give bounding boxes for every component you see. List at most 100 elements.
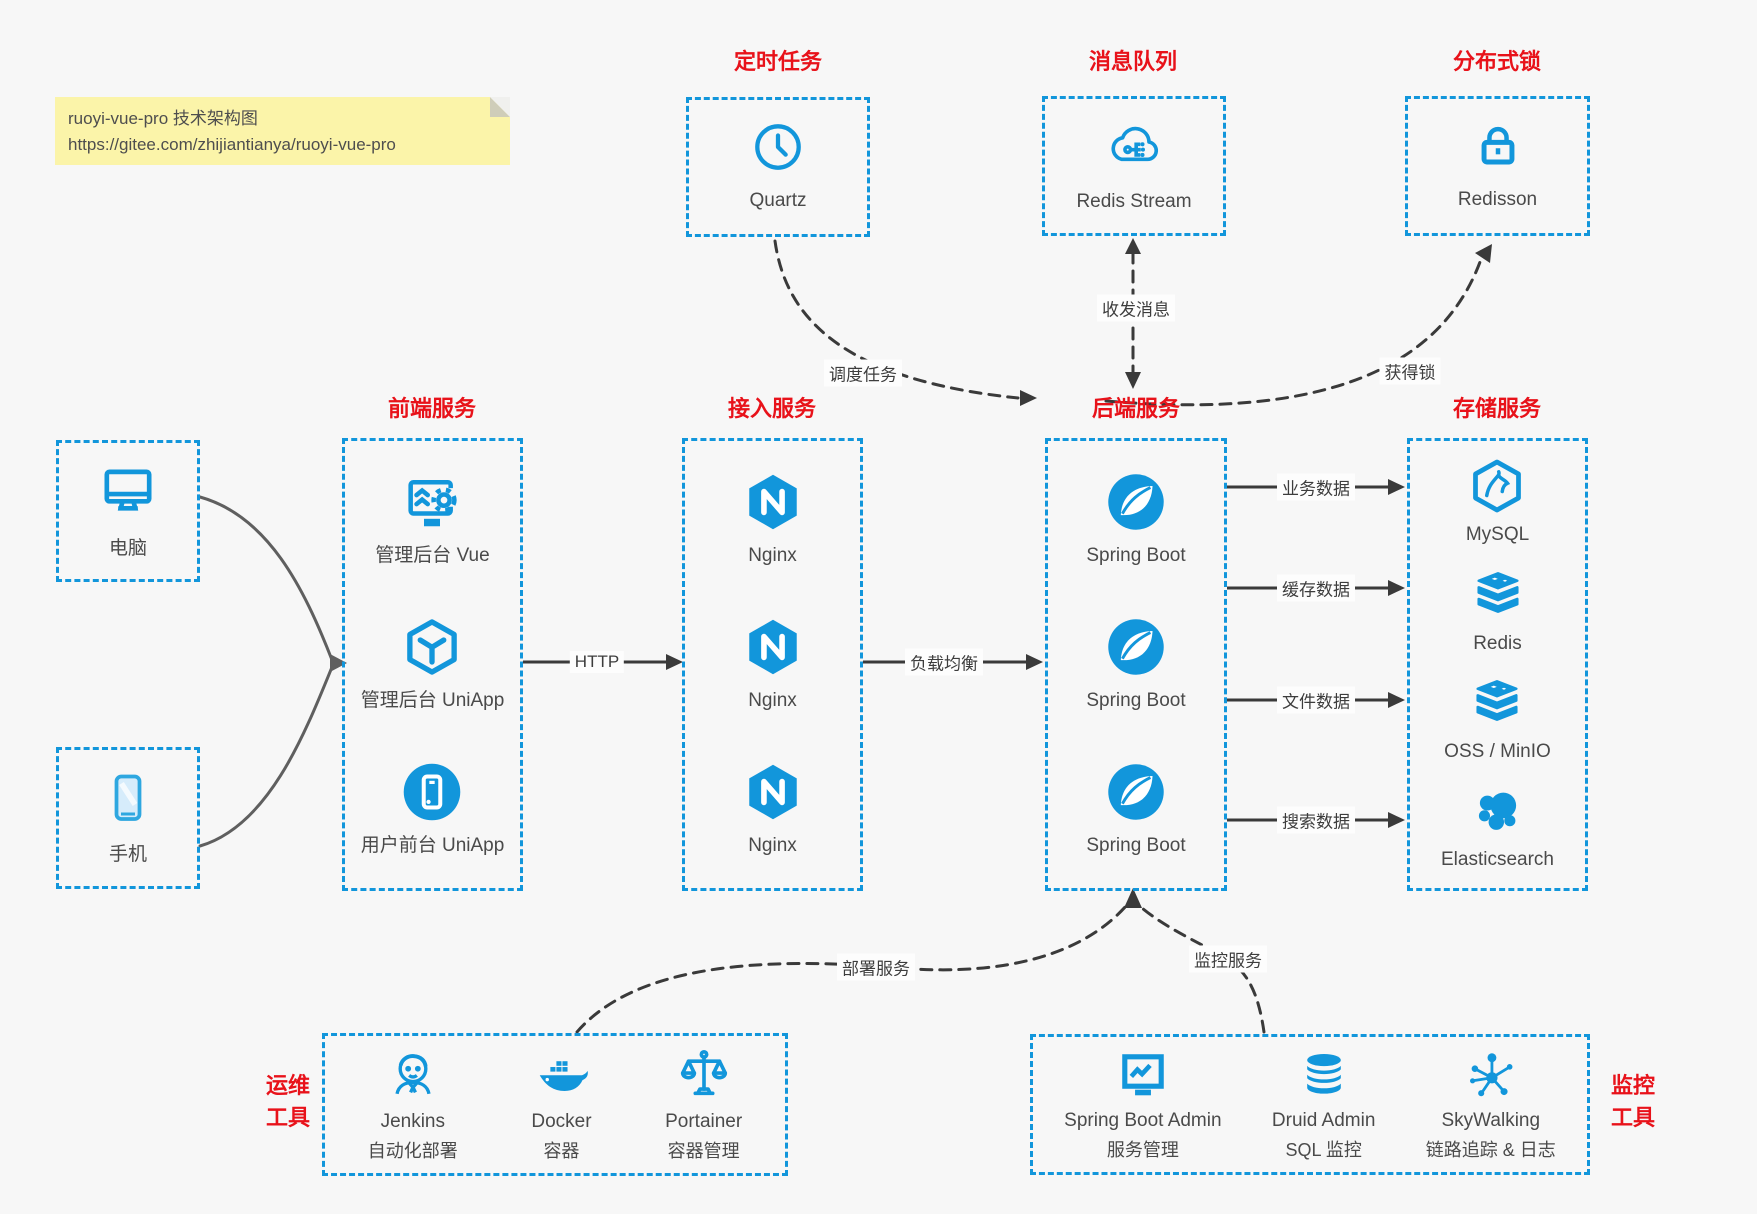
pc-client-box: 电脑 <box>56 440 200 582</box>
group-title-mq: 消息队列 <box>1088 49 1178 75</box>
gateway-item: Nginx <box>741 470 805 569</box>
acquire-lock-dashed-curve <box>1104 260 1482 407</box>
clock-icon <box>755 124 801 171</box>
service-label: Redisson <box>1457 189 1538 211</box>
nginx-icon <box>748 474 797 530</box>
service-label: Quartz <box>749 190 807 212</box>
tool-sublabel: 容器 <box>543 1141 580 1162</box>
tool-sublabel: 自动化部署 <box>367 1141 458 1162</box>
backend-item: Spring Boot <box>1086 470 1186 569</box>
storage-item: OSS / MinIO <box>1444 675 1551 765</box>
admin-vue-icon <box>408 480 458 527</box>
spring-leaf-icon <box>1108 619 1164 675</box>
lock-icon <box>1481 127 1514 165</box>
gateway-item: Nginx <box>741 760 805 859</box>
tool-label: Portainer <box>665 1110 743 1132</box>
storage-box: MySQL Redis OSS / MinIO <box>1407 438 1588 891</box>
note-title: ruoyi-vue-pro 技术架构图 <box>68 109 258 128</box>
edge-label-deploy: 部署服务 <box>837 953 915 981</box>
mobile-to-frontend-curve <box>198 665 334 848</box>
edge-label-schedule: 调度任务 <box>824 359 902 387</box>
storage-item: MySQL <box>1466 456 1529 548</box>
frontend-box: 管理后台 Vue 管理后台 UniApp 用户前台 UniApp <box>342 438 523 891</box>
pc-to-frontend-curve <box>198 495 334 662</box>
stack-icon <box>1476 571 1519 613</box>
database-icon <box>1306 1053 1341 1094</box>
service-label: Spring Boot <box>1086 545 1186 567</box>
tool-label: Jenkins <box>380 1110 445 1132</box>
storage-item: Elasticsearch <box>1441 783 1554 873</box>
edge-label-http: HTTP <box>569 651 625 673</box>
nginx-icon <box>748 619 797 675</box>
gateway-item: Nginx <box>741 615 805 714</box>
frontend-arrowhead <box>330 654 347 672</box>
frontend-item: 管理后台 UniApp <box>361 615 504 714</box>
desktop-icon <box>104 469 152 511</box>
service-label: Nginx <box>748 690 797 712</box>
storage-item: Redis <box>1469 567 1527 657</box>
group-title-monitoring: 监控 工具 <box>1610 1073 1656 1130</box>
service-label: MySQL <box>1465 524 1530 546</box>
monitoring-box: Spring Boot Admin 服务管理 Druid Admin SQL 监… <box>1030 1034 1590 1175</box>
tool-label: SkyWalking <box>1441 1109 1541 1131</box>
tool-label: Spring Boot Admin <box>1064 1109 1222 1131</box>
mq-box: Redis Stream <box>1042 96 1226 236</box>
service-label: Nginx <box>748 545 797 567</box>
tool-label: Docker <box>531 1110 592 1132</box>
tool-sublabel: 服务管理 <box>1106 1140 1179 1161</box>
backend-item: Spring Boot <box>1086 615 1186 714</box>
user-app-icon <box>404 763 461 821</box>
client-label: 电脑 <box>108 538 147 560</box>
service-label: Spring Boot <box>1086 835 1186 857</box>
nginx-icon <box>748 764 797 820</box>
edge-label-business-data: 业务数据 <box>1277 473 1355 501</box>
network-nodes-icon <box>1469 1052 1513 1096</box>
group-title-frontend: 前端服务 <box>387 396 477 422</box>
service-label: Redis <box>1473 632 1522 654</box>
backend-item: Spring Boot <box>1086 760 1186 859</box>
jenkins-icon <box>395 1053 431 1094</box>
devops-item: Docker 容器 <box>531 1046 592 1164</box>
elasticsearch-icon <box>1478 792 1516 830</box>
group-title-timer: 定时任务 <box>733 49 823 75</box>
group-title-storage: 存储服务 <box>1452 396 1542 422</box>
scales-icon <box>680 1049 727 1095</box>
service-label: Redis Stream <box>1076 191 1192 213</box>
group-title-gateway: 接入服务 <box>727 396 817 422</box>
service-label: Elasticsearch <box>1441 849 1554 871</box>
tool-sublabel: 链路追踪 & 日志 <box>1425 1140 1556 1161</box>
group-title-backend: 后端服务 <box>1091 396 1181 422</box>
frontend-item: 用户前台 UniApp <box>360 760 505 859</box>
docker-whale-icon <box>540 1060 589 1091</box>
edge-label-acquire-lock: 获得锁 <box>1379 357 1441 385</box>
service-label: 用户前台 UniApp <box>360 835 505 857</box>
monitoring-item: Spring Boot Admin 服务管理 <box>1064 1047 1222 1163</box>
devops-box: Jenkins 自动化部署 Docker 容器 <box>322 1033 788 1176</box>
edge-label-cache-data: 缓存数据 <box>1277 574 1355 602</box>
monitor-chart-icon <box>1122 1053 1164 1095</box>
tool-label: Druid Admin <box>1271 1109 1376 1131</box>
service-label: Nginx <box>748 835 797 857</box>
service-label: OSS / MinIO <box>1444 740 1551 762</box>
spring-leaf-icon <box>1108 474 1164 530</box>
service-label: 管理后台 Vue <box>375 545 490 567</box>
backend-box: Spring Boot Spring Boot Spring Boot <box>1045 438 1227 891</box>
edge-label-monitor: 监控服务 <box>1189 945 1267 973</box>
group-title-lock: 分布式锁 <box>1452 49 1542 75</box>
smartphone-icon <box>114 774 142 822</box>
spring-leaf-icon <box>1108 764 1164 820</box>
gateway-box: Nginx Nginx Nginx <box>682 438 863 891</box>
tool-sublabel: 容器管理 <box>667 1141 740 1162</box>
mysql-icon <box>1473 459 1522 513</box>
devops-item: Jenkins 自动化部署 <box>368 1046 458 1164</box>
mobile-client-box: 手机 <box>56 747 200 889</box>
cloud-network-icon <box>1111 126 1159 162</box>
schedule-dashed-curve <box>773 239 1020 400</box>
monitoring-item: Druid Admin SQL 监控 <box>1271 1047 1376 1163</box>
monitoring-item: SkyWalking 链路追踪 & 日志 <box>1426 1047 1556 1163</box>
edge-label-file-data: 文件数据 <box>1277 686 1355 714</box>
client-label: 手机 <box>108 844 147 866</box>
lock-box: Redisson <box>1405 96 1590 236</box>
edge-label-load-balance: 负载均衡 <box>905 648 983 676</box>
